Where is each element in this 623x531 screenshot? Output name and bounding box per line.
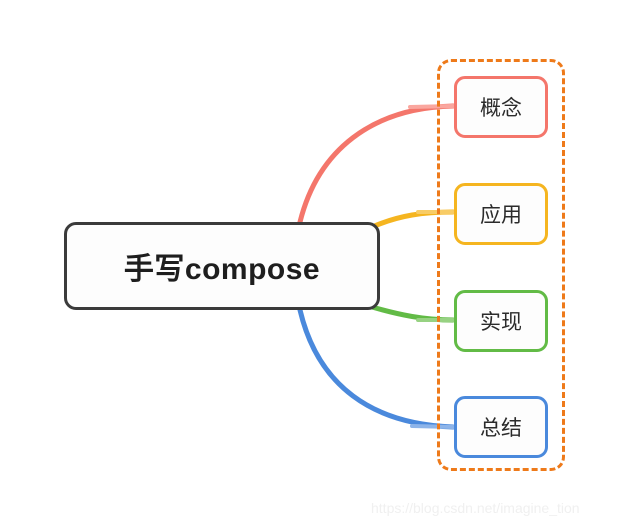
topic-node-concept[interactable]: 概念	[454, 76, 548, 138]
topic-label-implementation: 实现	[480, 311, 522, 334]
topic-node-implementation[interactable]: 实现	[454, 290, 548, 352]
connector-concept	[297, 103, 456, 225]
watermark-text: https://blog.csdn.net/imagine_tion	[371, 500, 580, 516]
topic-node-application[interactable]: 应用	[454, 183, 548, 245]
topic-label-application: 应用	[480, 204, 522, 227]
topic-label-concept: 概念	[480, 97, 522, 120]
topic-node-summary[interactable]: 总结	[454, 396, 548, 458]
connector-summary	[297, 307, 456, 430]
root-node[interactable]: 手写compose	[64, 222, 380, 310]
topic-label-summary: 总结	[480, 417, 522, 440]
topic-group-frame	[437, 59, 565, 471]
root-node-label: 手写compose	[123, 253, 321, 286]
